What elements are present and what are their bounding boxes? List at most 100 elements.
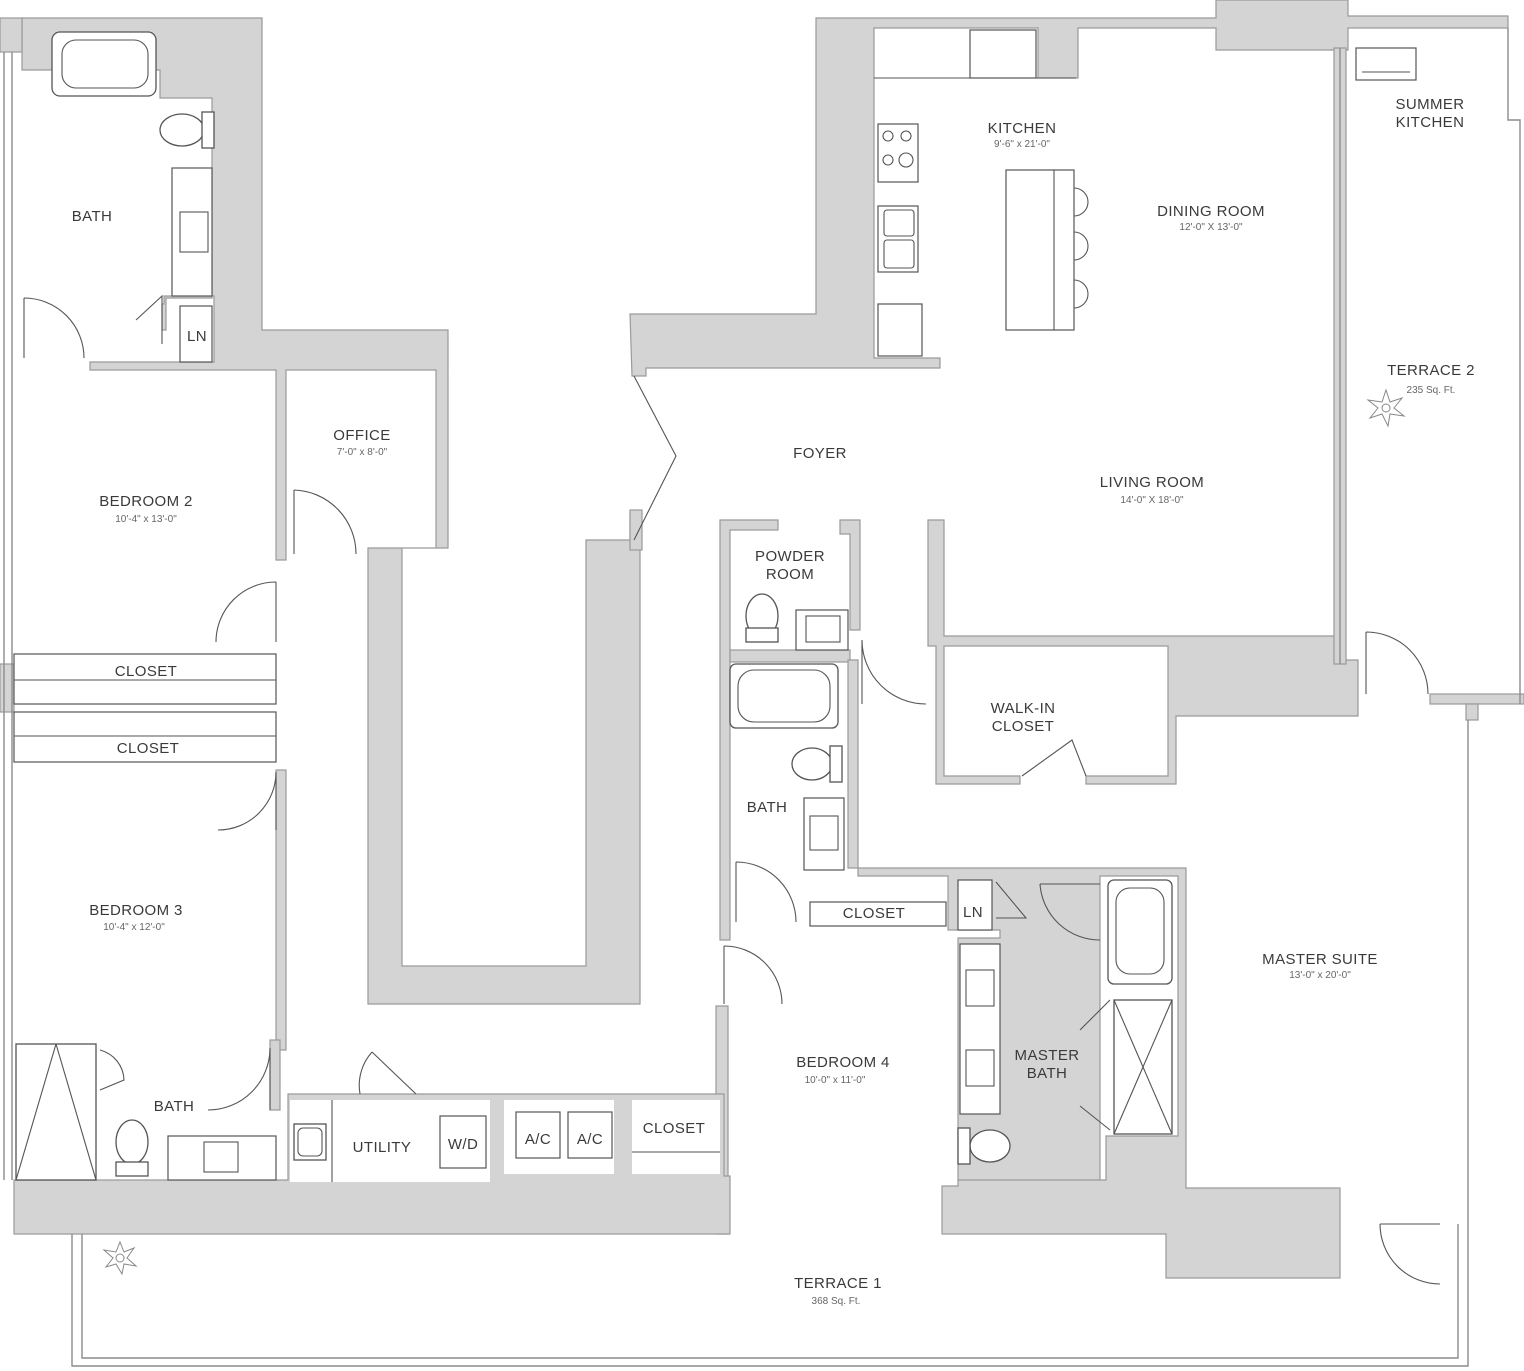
room-label-office: OFFICE xyxy=(333,427,390,444)
kitchen-sink xyxy=(877,205,919,273)
room-label-master-suite: MASTER SUITE xyxy=(1262,951,1378,968)
kitchen-sink-bowl-2 xyxy=(883,239,915,269)
toilet-master xyxy=(969,1129,1011,1163)
bedroom4-window xyxy=(740,1200,936,1230)
room-dim-terrace2: 235 Sq. Ft. xyxy=(1407,385,1456,396)
bathtub-top xyxy=(51,31,157,97)
room-labels: BATH LN BEDROOM 2 10'-4" x 13'-0" OFFICE… xyxy=(72,96,1475,1307)
door-bedroom3 xyxy=(217,771,277,831)
closet-2-box xyxy=(13,711,277,763)
vanity-left xyxy=(167,1135,277,1181)
shower-left-diag-2 xyxy=(55,1043,97,1181)
door-bath-mid xyxy=(735,861,797,923)
wall-powder xyxy=(719,519,779,941)
terrace2-rail xyxy=(1507,28,1521,704)
room-label-ln-mid: LN xyxy=(963,904,983,921)
burner-2 xyxy=(900,130,912,142)
sink-master-1 xyxy=(965,969,995,1007)
room-label-bath-top: BATH xyxy=(72,208,113,225)
toilet-top xyxy=(159,113,205,147)
closet-mid-box xyxy=(809,901,947,927)
room-label-powder-2: ROOM xyxy=(766,566,814,583)
kitchen-cabinet xyxy=(969,29,1037,79)
room-label-bedroom2: BEDROOM 2 xyxy=(99,493,193,510)
utility-sink-bowl xyxy=(297,1127,323,1157)
toilet-left-tank xyxy=(115,1161,149,1177)
wall-bath-top-left xyxy=(0,17,23,53)
ln-top-box xyxy=(179,305,213,363)
stool-1 xyxy=(1073,187,1089,217)
closet-util-cutout xyxy=(632,1100,720,1174)
stool-3 xyxy=(1073,279,1089,309)
room-dim-bedroom3: 10'-4" x 12'-0" xyxy=(103,922,165,933)
door-ln-top xyxy=(135,294,163,344)
bathtub-top-inner xyxy=(61,39,149,89)
bathtub-mid xyxy=(729,663,839,729)
room-label-summer-kitchen-1: SUMMER xyxy=(1395,96,1464,113)
toilet-powder-tank xyxy=(745,627,779,643)
plant-icon xyxy=(102,1240,138,1276)
burner-1 xyxy=(882,130,894,142)
room-label-powder-1: POWDER xyxy=(755,548,825,565)
room-label-closet-1: CLOSET xyxy=(115,663,177,680)
fixtures xyxy=(13,29,1417,1182)
room-label-kitchen: KITCHEN xyxy=(988,120,1057,137)
wall-powder-mid xyxy=(729,649,851,663)
kitchen-fridge xyxy=(877,303,923,357)
room-label-terrace1: TERRACE 1 xyxy=(794,1275,882,1292)
wall-corridor-left xyxy=(275,769,287,1051)
door-terrace1 xyxy=(1379,1223,1441,1285)
wall-foyer-left xyxy=(629,509,643,551)
wall-terrace2-stub xyxy=(1465,703,1479,721)
wall-walkin xyxy=(927,519,1359,785)
room-dim-bedroom4: 10'-0" x 11'-0" xyxy=(805,1075,866,1086)
bathtub-master xyxy=(1107,879,1173,985)
room-label-dining: DINING ROOM xyxy=(1157,203,1265,220)
terrace-outlines xyxy=(3,28,1521,1367)
closet-1-box xyxy=(13,653,277,705)
ac-unit-1 xyxy=(515,1111,561,1159)
ln-mid-box xyxy=(957,879,993,931)
room-label-closet-2: CLOSET xyxy=(117,740,179,757)
toilet-mid-tank xyxy=(829,745,843,783)
room-label-master-bath-1: MASTER xyxy=(1015,1047,1080,1064)
summer-grill xyxy=(1355,47,1417,81)
room-label-bedroom4: BEDROOM 4 xyxy=(796,1054,890,1071)
door-shower-left xyxy=(99,1049,125,1091)
door-walkin xyxy=(1021,739,1087,777)
door-utility xyxy=(358,1051,417,1095)
sink-powder xyxy=(805,615,841,643)
door-foyer-entry xyxy=(633,375,677,541)
room-label-master-bath-2: BATH xyxy=(1027,1065,1068,1082)
toilet-mid xyxy=(791,747,833,781)
room-label-ln-top: LN xyxy=(187,328,207,345)
room-label-bath-mid: BATH xyxy=(747,799,788,816)
toilet-left xyxy=(115,1119,149,1165)
door-bath-left xyxy=(207,1047,271,1111)
room-label-walkin-1: WALK-IN xyxy=(991,700,1056,717)
wall-corridor-left2 xyxy=(269,1039,281,1111)
door-master-bath xyxy=(1039,883,1101,941)
burner-4 xyxy=(898,152,914,168)
room-dim-dining: 12'-0" X 13'-0" xyxy=(1179,222,1243,233)
door-shower-master xyxy=(1079,999,1111,1131)
room-label-bath-left: BATH xyxy=(154,1098,195,1115)
room-label-bedroom3: BEDROOM 3 xyxy=(89,902,183,919)
wall-powder-right xyxy=(839,519,861,631)
room-dim-living: 14'-0" X 18'-0" xyxy=(1120,495,1184,506)
kitchen-island xyxy=(1005,169,1075,331)
vanity-powder xyxy=(795,609,849,651)
room-label-ac1: A/C xyxy=(525,1131,551,1148)
toilet-top-tank xyxy=(201,111,215,149)
shower-diag-2 xyxy=(1113,999,1173,1135)
door-terrace2 xyxy=(1365,631,1429,695)
washer-dryer xyxy=(439,1115,487,1169)
room-label-living: LIVING ROOM xyxy=(1100,474,1204,491)
bathtub-master-inner xyxy=(1115,887,1165,975)
room-label-terrace2: TERRACE 2 xyxy=(1387,362,1475,379)
shower-left-diag-1 xyxy=(15,1043,57,1181)
sink-master-2 xyxy=(965,1049,995,1087)
room-label-walkin-2: CLOSET xyxy=(992,718,1054,735)
burner-3 xyxy=(882,154,894,166)
